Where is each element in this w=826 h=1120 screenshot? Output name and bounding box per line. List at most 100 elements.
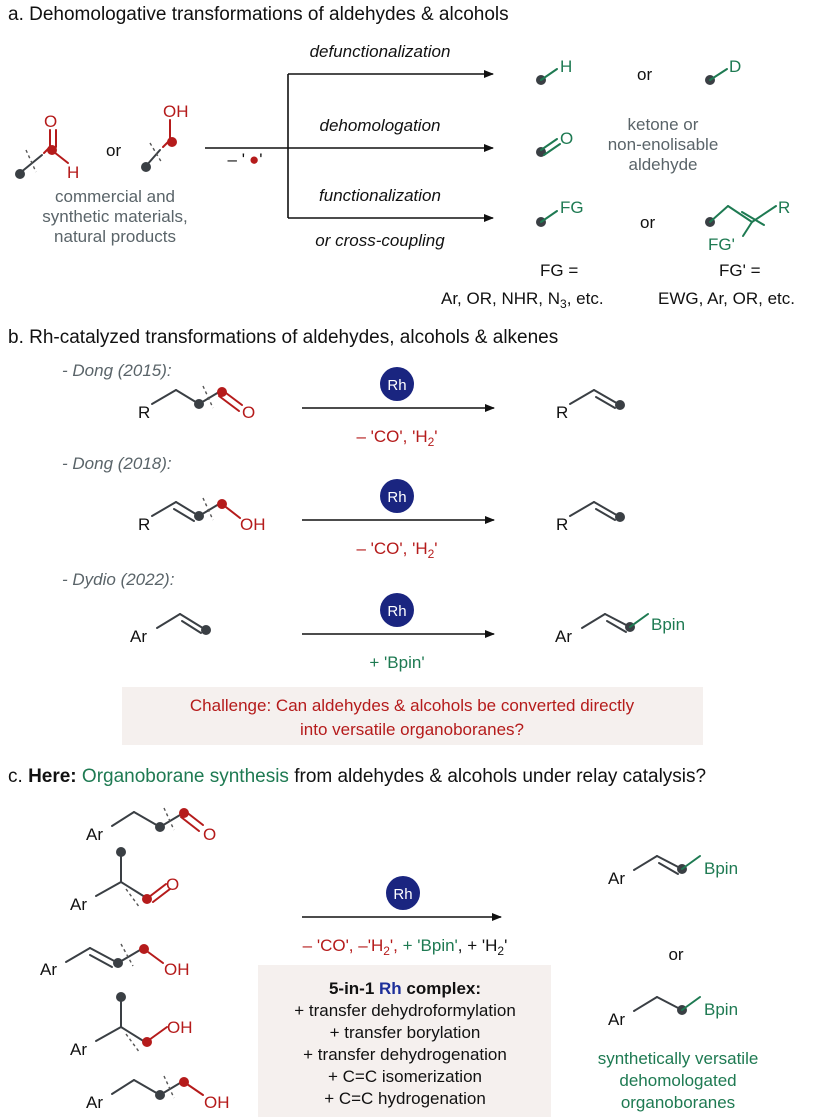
product-d: D (705, 57, 741, 85)
dong2018-product: R (556, 501, 625, 534)
complex-title: 5-in-1 Rh complex: (329, 979, 481, 998)
svg-text:Ar: Ar (86, 1093, 103, 1112)
svg-text:H: H (67, 163, 79, 182)
or-text: or (106, 141, 121, 160)
ref-dong-2018: - Dong (2018): (62, 454, 172, 473)
challenge-box (122, 687, 703, 745)
section-b-heading: b. Rh-catalyzed transformations of aldeh… (8, 327, 558, 348)
loss-label: – '●' (228, 150, 263, 169)
svg-text:Ar: Ar (86, 825, 103, 844)
svg-text:FG: FG (560, 198, 584, 217)
start-caption: commercial and synthetic materials, natu… (42, 187, 188, 246)
fg-definition: FG = (540, 261, 578, 280)
or-text-products: or (637, 65, 652, 84)
svg-text:O: O (203, 825, 216, 844)
svg-text:ketone or: ketone or (628, 115, 699, 134)
svg-text:Ar: Ar (555, 627, 572, 646)
svg-text:commercial and: commercial and (55, 187, 175, 206)
svg-text:R: R (556, 403, 568, 422)
label-defunctionalization: defunctionalization (310, 42, 451, 61)
challenge-line-1: Challenge: Can aldehydes & alcohols be c… (190, 696, 635, 715)
svg-text:synthetically versatile: synthetically versatile (598, 1049, 759, 1068)
complex-box (258, 965, 551, 1117)
svg-text:OH: OH (167, 1018, 193, 1037)
cond-dong2015: – 'CO', 'H2' (356, 427, 437, 449)
svg-text:FG': FG' (708, 235, 735, 254)
rh-catalyst-1: Rh (380, 367, 414, 401)
product-fg: FG (536, 198, 584, 227)
svg-text:synthetic materials,: synthetic materials, (42, 207, 188, 226)
fgp-list: EWG, Ar, OR, etc. (658, 289, 795, 308)
svg-text:H: H (560, 57, 572, 76)
svg-text:OH: OH (163, 102, 189, 121)
svg-text:R: R (556, 515, 568, 534)
product-alkene-fg: R FG' (705, 198, 790, 254)
svg-text:O: O (166, 875, 179, 894)
dong2018-substrate: R OH (138, 497, 266, 534)
main-conditions: – 'CO', –'H2', + 'Bpin', + 'H2' (303, 936, 508, 958)
svg-text:Ar: Ar (40, 960, 57, 979)
svg-text:Ar: Ar (70, 1040, 87, 1059)
cond-dong2018: – 'CO', 'H2' (356, 539, 437, 561)
svg-text:R: R (138, 403, 150, 422)
product-caption: synthetically versatile dehomologated or… (598, 1049, 759, 1112)
svg-text:OH: OH (240, 515, 266, 534)
product-alkyl-bpin: Ar Bpin (608, 996, 738, 1029)
svg-text:R: R (138, 515, 150, 534)
svg-text:R: R (778, 198, 790, 217)
branch-arrows (205, 70, 494, 222)
svg-text:O: O (560, 129, 573, 148)
label-dehomologation: dehomologation (320, 116, 441, 135)
svg-text:Ar: Ar (130, 627, 147, 646)
svg-text:Ar: Ar (608, 869, 625, 888)
svg-text:non-enolisable: non-enolisable (608, 135, 719, 154)
svg-text:organoboranes: organoboranes (621, 1093, 735, 1112)
complex-steps: + transfer dehydroformylation + transfer … (294, 1001, 516, 1108)
dydio-substrate: Ar (130, 613, 211, 646)
rh-catalyst-main: Rh (386, 876, 420, 910)
product-vinyl-bpin: Ar Bpin (608, 855, 738, 888)
complex-step: + transfer dehydroformylation (294, 1001, 516, 1020)
substrate-c3: Ar OH (40, 943, 190, 979)
rh-catalyst-3: Rh (380, 593, 414, 627)
challenge-line-2: into versatile organoboranes? (300, 720, 524, 739)
svg-text:Bpin: Bpin (704, 1000, 738, 1019)
svg-text:Bpin: Bpin (651, 615, 685, 634)
substrate-c4: Ar OH (70, 992, 193, 1059)
section-c-heading: c. Here: Organoborane synthesis from ald… (8, 766, 706, 787)
fg-list: Ar, OR, NHR, N3, etc. (441, 289, 604, 311)
substrate-c2: Ar O (70, 847, 179, 914)
svg-text:dehomologated: dehomologated (619, 1071, 736, 1090)
svg-text:OH: OH (164, 960, 190, 979)
complex-step: + C=C isomerization (328, 1067, 482, 1086)
rh-catalyst-2: Rh (380, 479, 414, 513)
or-text-c: or (668, 945, 683, 964)
dong2015-product: R (556, 389, 625, 422)
svg-text:Rh: Rh (387, 489, 406, 506)
section-a-heading: a. Dehomologative transformations of ald… (8, 4, 509, 25)
or-text-fg: or (640, 213, 655, 232)
svg-text:natural products: natural products (54, 227, 176, 246)
product-carbonyl: O (536, 129, 573, 157)
svg-text:Rh: Rh (387, 377, 406, 394)
label-functionalization: functionalization (319, 186, 441, 205)
svg-text:OH: OH (204, 1093, 230, 1112)
cond-dydio: + 'Bpin' (369, 653, 424, 672)
svg-text:Ar: Ar (608, 1010, 625, 1029)
ketone-caption: ketone or non-enolisable aldehyde (608, 115, 719, 174)
complex-step: + transfer dehydrogenation (303, 1045, 507, 1064)
dong2015-substrate: R O (138, 385, 255, 422)
alcohol-structure: OH (141, 102, 189, 172)
svg-text:Ar: Ar (70, 895, 87, 914)
svg-text:Bpin: Bpin (704, 859, 738, 878)
fgp-definition: FG' = (719, 261, 761, 280)
svg-text:O: O (242, 403, 255, 422)
svg-text:aldehyde: aldehyde (628, 155, 697, 174)
svg-text:D: D (729, 57, 741, 76)
ref-dydio-2022: - Dydio (2022): (62, 570, 175, 589)
substrate-c1: Ar O (86, 807, 216, 844)
ref-dong-2015: - Dong (2015): (62, 361, 172, 380)
dydio-product: Ar Bpin (555, 613, 685, 646)
substrate-c5: Ar OH (86, 1075, 230, 1112)
